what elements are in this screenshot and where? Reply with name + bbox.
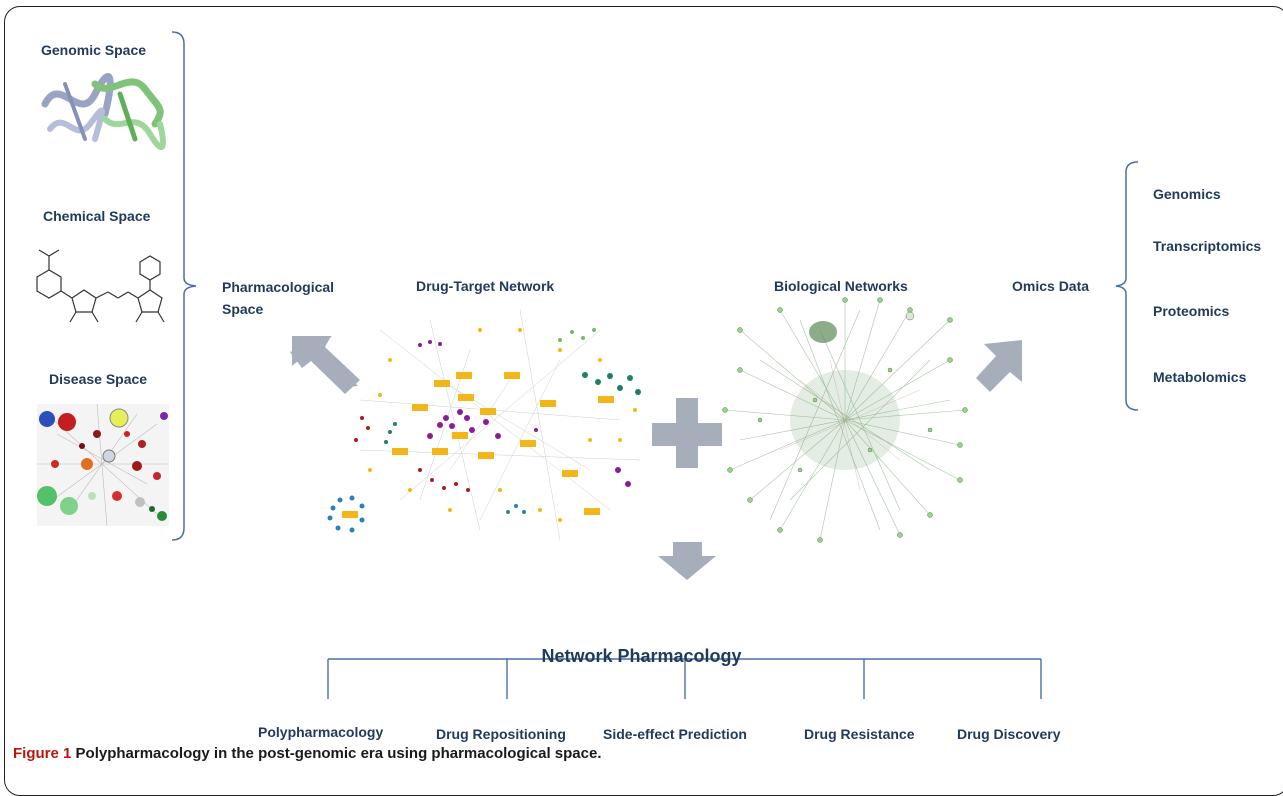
genomic-space-label: Genomic Space: [41, 42, 147, 58]
app-side-effect-prediction: Side-effect Prediction: [603, 726, 747, 742]
app-drug-repositioning: Drug Repositioning: [436, 726, 566, 742]
biological-network-image: [722, 297, 968, 543]
omics-genomics: Genomics: [1153, 186, 1221, 202]
biological-networks-label: Biological Networks: [774, 278, 908, 294]
drug-target-network-label: Drug-Target Network: [416, 278, 555, 294]
pharmacological-space-label: Pharmacological Space: [222, 276, 362, 320]
plus-icon: [652, 398, 722, 468]
chemical-structure-image: [36, 249, 165, 323]
caption-text: Polypharmacology in the post-genomic era…: [75, 745, 602, 762]
omics-proteomics: Proteomics: [1153, 303, 1230, 319]
caption-label: Figure 1: [13, 745, 72, 762]
omics-transcriptomics: Transcriptomics: [1153, 238, 1262, 254]
disease-space-label: Disease Space: [49, 371, 148, 387]
arrow-down-icon: [658, 542, 716, 580]
disease-network-image: [37, 404, 169, 526]
pharmacological-space-text: Pharmacological Space: [222, 279, 335, 317]
chemical-space-label: Chemical Space: [43, 208, 151, 224]
app-drug-discovery: Drug Discovery: [957, 726, 1061, 742]
omics-data-label: Omics Data: [1012, 278, 1090, 294]
left-bracket: [171, 31, 197, 541]
app-polypharmacology: Polypharmacology: [258, 724, 384, 740]
protein-structure-image: [41, 73, 166, 150]
drug-target-network-image: [327, 309, 641, 541]
omics-metabolomics: Metabolomics: [1153, 369, 1247, 385]
figure-caption: Figure 1 Polypharmacology in the post-ge…: [13, 745, 602, 762]
applications-bracket: [327, 658, 1042, 699]
arrow-down-right-icon: [292, 336, 358, 388]
omics-bracket: [1115, 161, 1139, 411]
app-drug-resistance: Drug Resistance: [804, 726, 915, 742]
arrow-down-left-icon: [976, 340, 1022, 392]
network-pharmacology-title: Network Pharmacology: [541, 646, 742, 666]
